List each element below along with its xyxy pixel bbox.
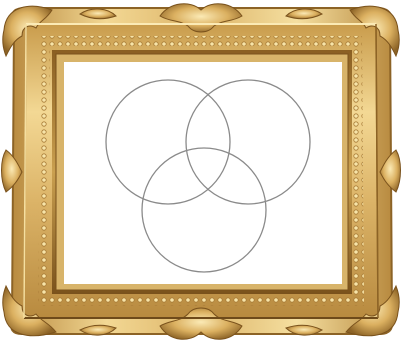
canvas [64, 62, 342, 284]
